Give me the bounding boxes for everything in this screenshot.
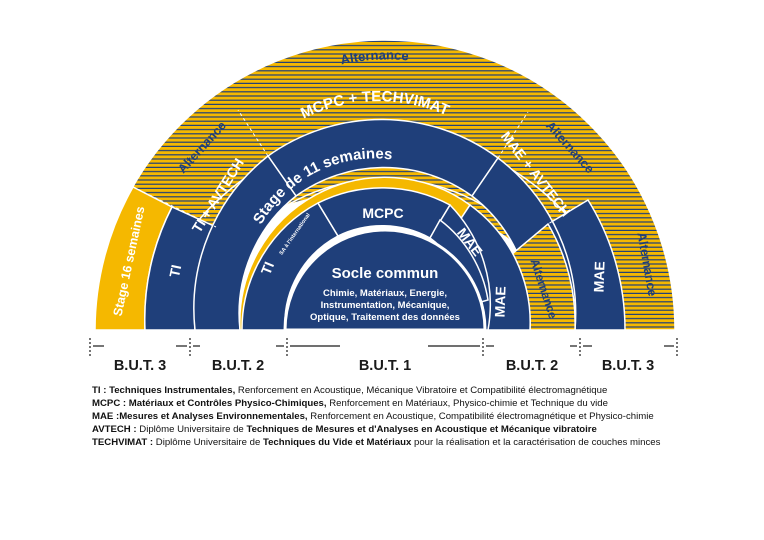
alternance-top-label: Alternance	[339, 47, 409, 67]
legend: TI : Techniques Instrumentales, Renforce…	[92, 384, 752, 449]
scale-but3-right: B.U.T. 3	[602, 358, 654, 374]
legend-row-ti: TI : Techniques Instrumentales, Renforce…	[92, 385, 608, 396]
legend-row-techvimat: TECHVIMAT : Diplôme Universitaire de Tec…	[92, 437, 661, 448]
scale-but2-right: B.U.T. 2	[506, 358, 558, 374]
socle-commun-title: Socle commun	[332, 265, 439, 282]
but3-ti-label: TI	[166, 263, 184, 279]
but1-ti-label: TI	[258, 259, 277, 277]
socle-line-1: Chimie, Matériaux, Energie,	[323, 288, 447, 299]
socle-commun-core	[283, 228, 487, 332]
but2-mae-label: MAE	[491, 286, 508, 318]
socle-line-3: Optique, Traitement des données	[310, 312, 460, 323]
legend-row-mae: MAE :Mesures et Analyses Environnemental…	[92, 411, 654, 422]
year-scale	[89, 338, 678, 356]
but3-mae-label: MAE	[590, 261, 607, 293]
dashed-separators	[132, 109, 589, 228]
scale-but1: B.U.T. 1	[359, 358, 411, 374]
legend-row-mcpc: MCPC : Matériaux et Contrôles Physico-Ch…	[92, 398, 608, 409]
but1-mcpc-label: MCPC	[362, 205, 403, 221]
scale-but3-left: B.U.T. 3	[114, 358, 166, 374]
socle-line-2: Instrumentation, Mécanique,	[321, 300, 450, 311]
scale-but2-left: B.U.T. 2	[212, 358, 264, 374]
legend-row-avtech: AVTECH : Diplôme Universitaire de Techni…	[92, 424, 597, 435]
